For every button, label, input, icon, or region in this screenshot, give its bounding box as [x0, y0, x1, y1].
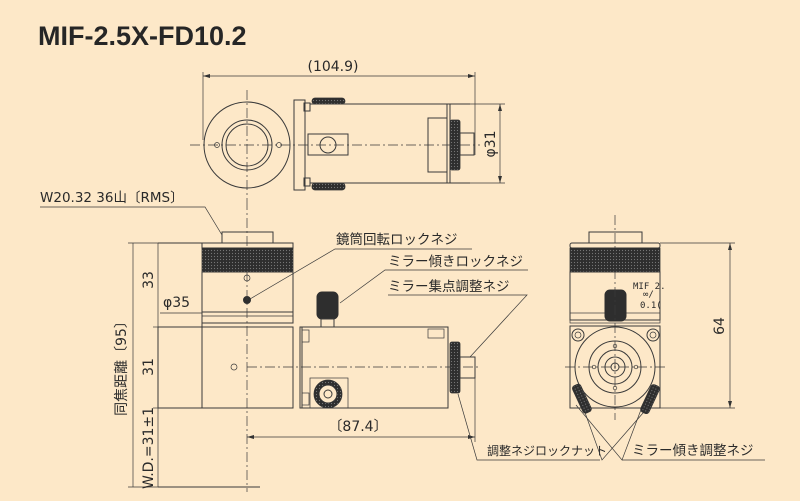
- page-title: MIF-2.5X-FD10.2: [38, 21, 247, 51]
- diameter-dimension: φ31: [483, 130, 499, 157]
- barrel-diameter-dimension: φ35: [163, 295, 190, 311]
- thread-label: W20.32 36山〔RMS〕: [40, 190, 184, 206]
- callout-barrel-lock: 鏡筒回転ロックネジ: [336, 231, 458, 248]
- callout-mirror-tilt-adjust: ミラー傾き調整ネジ: [632, 443, 754, 459]
- callouts: 鏡筒回転ロックネジ ミラー傾きロックネジ ミラー集点調整ネジ 調整ネジロックナッ…: [249, 231, 765, 461]
- upper-dimension: 33: [141, 271, 157, 289]
- working-distance-dimension: W.D.=31±1: [141, 407, 157, 489]
- length-dimension: (104.9): [307, 59, 358, 75]
- callout-mirror-tilt-lock: ミラー傾きロックネジ: [388, 254, 523, 270]
- engraving-line-2: ∞/: [643, 290, 654, 300]
- height-dimension: 64: [712, 317, 728, 335]
- lower-dimension: 31: [141, 358, 157, 376]
- front-view: MIF 2. ∞/ 0.1( 64: [565, 215, 735, 420]
- top-view: (104.9) φ31: [190, 59, 505, 200]
- callout-adjust-lock-nut: 調整ネジロックナット: [487, 443, 607, 458]
- engraving-line-3: 0.1(: [640, 301, 662, 311]
- offset-dimension: 〔87.4〕: [328, 419, 387, 435]
- callout-mirror-focus: ミラー集点調整ネジ: [388, 279, 510, 295]
- engraving-line-1: MIF 2.: [633, 282, 666, 292]
- parfocal-dimension: 同焦距離〔95〕: [113, 314, 130, 416]
- side-view: 同焦距離〔95〕 33 31 W.D.=31±1 φ35 〔87.4〕: [113, 200, 480, 492]
